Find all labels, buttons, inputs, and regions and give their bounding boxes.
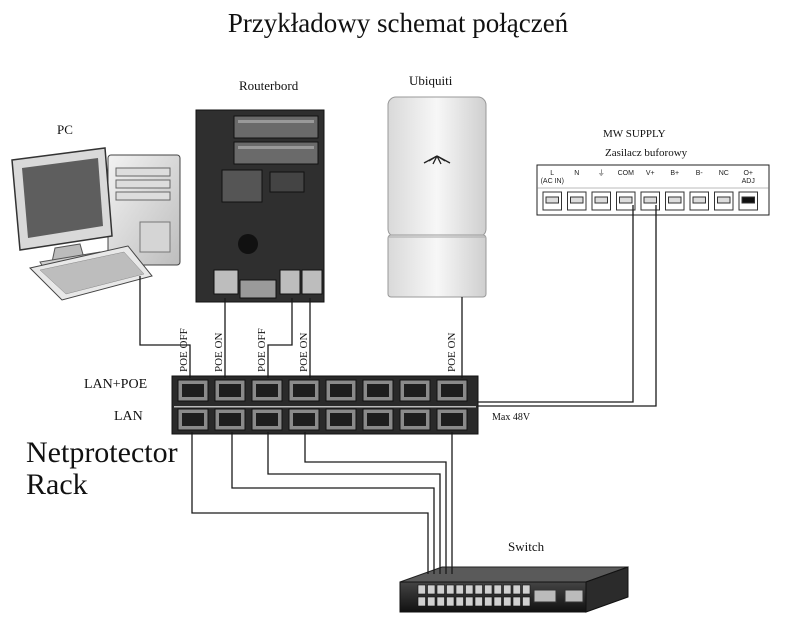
rack-port-jack bbox=[367, 413, 389, 426]
cable-switch-3 bbox=[267, 432, 441, 574]
supply-title: MW SUPPLY bbox=[603, 128, 666, 140]
pc-illustration bbox=[11, 147, 181, 301]
poe-label-5: POE ON bbox=[446, 332, 458, 372]
terminal-screw bbox=[594, 196, 608, 204]
switch-port bbox=[417, 596, 426, 607]
routerboard-illustration bbox=[195, 109, 325, 303]
terminal-screw bbox=[717, 196, 731, 204]
switch-port bbox=[493, 596, 502, 607]
terminal-label-top: B+ bbox=[670, 170, 680, 177]
switch-port bbox=[474, 584, 483, 595]
switch-port bbox=[465, 596, 474, 607]
switch-port bbox=[522, 596, 531, 607]
switch-port bbox=[512, 584, 521, 595]
switch-port bbox=[484, 596, 493, 607]
row-label-lan-poe: LAN+POE bbox=[84, 377, 148, 392]
poe-label-4: POE ON bbox=[298, 332, 310, 372]
rack-port-jack bbox=[330, 384, 352, 397]
switch-port bbox=[503, 584, 512, 595]
terminal-label-top: COM bbox=[617, 170, 634, 177]
terminal-screw bbox=[570, 196, 584, 204]
terminal-screw bbox=[668, 196, 682, 204]
cable-supply-vplus bbox=[478, 205, 657, 407]
terminal-label-top: N bbox=[574, 170, 580, 177]
switch-port bbox=[455, 584, 464, 595]
terminal-label: COM bbox=[614, 170, 639, 178]
routerboard-label: Routerbord bbox=[239, 78, 299, 93]
ubiquiti-illustration bbox=[387, 96, 487, 298]
terminal-screw bbox=[619, 196, 633, 204]
supply-subtitle: Zasilacz buforowy bbox=[605, 147, 688, 159]
terminal-label-top: B- bbox=[695, 170, 703, 177]
row-label-lan: LAN bbox=[114, 409, 143, 424]
terminal-label: B- bbox=[687, 170, 712, 178]
switch-port bbox=[484, 584, 493, 595]
rack-port-jack bbox=[182, 384, 204, 397]
terminal-label: NC bbox=[712, 170, 737, 178]
switch-port bbox=[503, 596, 512, 607]
terminal-label-top: ⏚ bbox=[597, 170, 605, 177]
cable-pc bbox=[139, 276, 191, 378]
terminal-label: B+ bbox=[663, 170, 688, 178]
rack-port-jack bbox=[367, 384, 389, 397]
rack-port-jack bbox=[330, 413, 352, 426]
switch-port bbox=[436, 596, 445, 607]
terminal-label: L(AC IN) bbox=[540, 170, 565, 186]
switch-label: Switch bbox=[508, 539, 545, 554]
switch-port bbox=[493, 584, 502, 595]
rack-port-jack bbox=[293, 413, 315, 426]
terminal-screw bbox=[692, 196, 706, 204]
cable-lines bbox=[139, 205, 657, 574]
switch-port bbox=[522, 584, 531, 595]
poe-label-2: POE ON bbox=[213, 332, 225, 372]
terminal-screw bbox=[545, 196, 559, 204]
switch-port bbox=[446, 596, 455, 607]
max-voltage-label: Max 48V bbox=[492, 412, 531, 423]
switch-port bbox=[512, 596, 521, 607]
terminal-label: ⏚ bbox=[589, 170, 614, 178]
rack-name-line1: Netprotector bbox=[26, 436, 178, 469]
switch-port bbox=[417, 584, 426, 595]
switch-port bbox=[455, 596, 464, 607]
terminal-label: N bbox=[565, 170, 590, 178]
terminal-label-bottom: (AC IN) bbox=[540, 178, 564, 185]
rack-name-line2: Rack bbox=[26, 468, 88, 501]
terminal-label-top: O+ bbox=[743, 170, 754, 177]
terminal-label-top: NC bbox=[718, 170, 729, 177]
rack-port-jack bbox=[256, 384, 278, 397]
cable-switch-1 bbox=[191, 432, 429, 574]
rack-port-jack bbox=[404, 384, 426, 397]
cable-routerboard-2 bbox=[267, 298, 293, 378]
rack-port-jack bbox=[293, 384, 315, 397]
terminal-screw bbox=[643, 196, 657, 204]
switch-port bbox=[427, 596, 436, 607]
terminal-label: V+ bbox=[638, 170, 663, 178]
poe-label-3: POE OFF bbox=[256, 328, 268, 372]
rack-port-jack bbox=[441, 384, 463, 397]
rack-port-jack bbox=[404, 413, 426, 426]
page-title: Przykładowy schemat połączeń bbox=[227, 8, 569, 38]
switch-port bbox=[474, 596, 483, 607]
poe-label-1: POE OFF bbox=[178, 328, 190, 372]
rack-port-jack bbox=[256, 413, 278, 426]
terminal-label: O+ADJ bbox=[736, 170, 761, 186]
switch-port bbox=[446, 584, 455, 595]
terminal-label-top: V+ bbox=[645, 170, 655, 177]
ubiquiti-label: Ubiquiti bbox=[409, 73, 453, 88]
rack-port-jack bbox=[219, 413, 241, 426]
rack-port-jack bbox=[441, 413, 463, 426]
switch-port bbox=[465, 584, 474, 595]
rack-port-jack bbox=[219, 384, 241, 397]
switch-port bbox=[436, 584, 445, 595]
terminal-label-bottom: ADJ bbox=[741, 178, 755, 185]
cable-switch-2 bbox=[231, 432, 435, 574]
cable-supply-com bbox=[478, 205, 634, 403]
rack-port-jack bbox=[182, 413, 204, 426]
terminal-screw bbox=[741, 196, 755, 204]
cable-switch-4 bbox=[304, 432, 447, 574]
terminal-label-top: L bbox=[550, 170, 555, 177]
pc-label: PC bbox=[57, 122, 73, 137]
switch-port bbox=[427, 584, 436, 595]
